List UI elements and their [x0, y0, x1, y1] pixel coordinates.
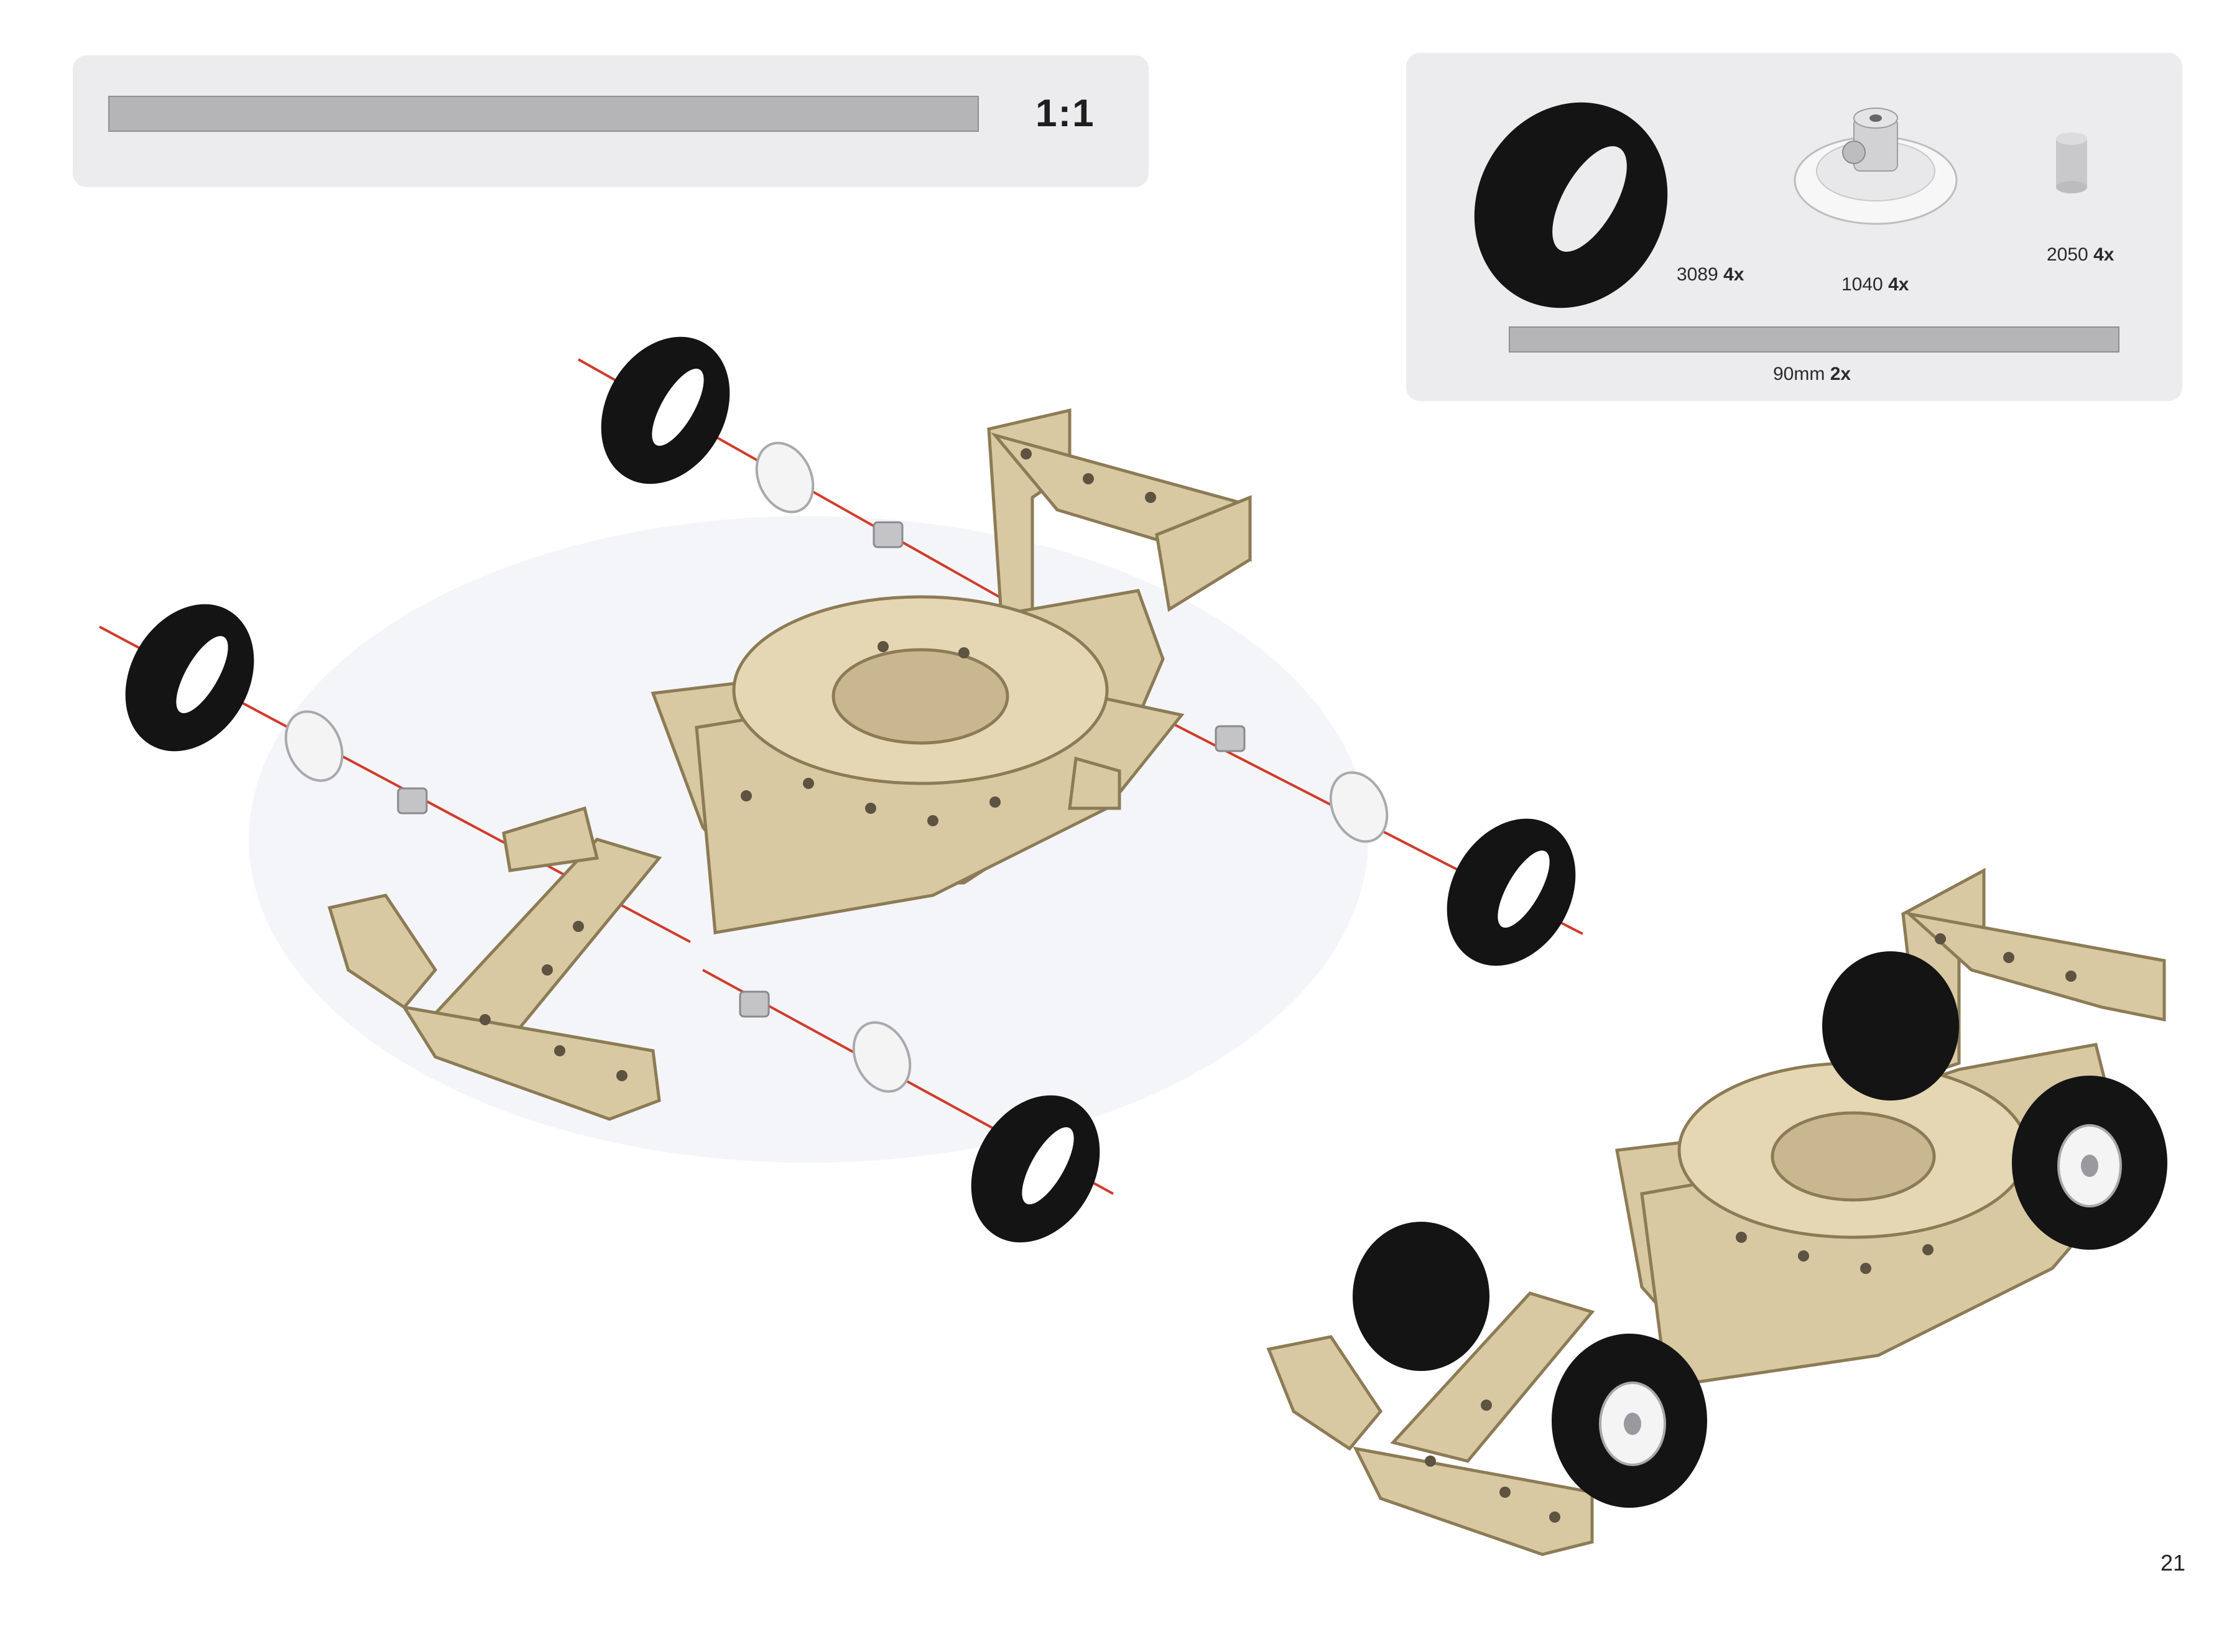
completed-car-body	[1266, 867, 2166, 1556]
exploded-tyre-3	[1447, 818, 1576, 966]
parts-illustrations	[1474, 102, 2087, 308]
page-number: 21	[2161, 1550, 2186, 1576]
axle-rod-icon	[1509, 326, 2119, 353]
exploded-tyre-4	[971, 1095, 1100, 1243]
tyre-icon	[1474, 102, 1668, 308]
exploded-tyre-2	[125, 604, 254, 752]
exploded-car-holes	[479, 448, 1156, 1081]
part-label-spacer: 2050 4x	[2047, 244, 2114, 265]
scale-panel: 1:1	[73, 55, 1149, 187]
part-label-rod: 90mm 2x	[1773, 364, 1851, 384]
exploded-spacers	[397, 521, 1246, 1018]
wheel-hub-icon	[1794, 108, 1958, 225]
spacer-icon	[2056, 132, 2087, 193]
completed-car-wheels	[1353, 951, 2167, 1508]
exploded-tyre-1	[601, 336, 730, 484]
parts-list-panel: 3089 4x 1040 4x 2050 4x 90mm 2x	[1406, 53, 2182, 401]
axle-rod-scale-icon	[108, 96, 979, 132]
part-label-hub: 1040 4x	[1841, 274, 1909, 295]
part-label-tyre: 3089 4x	[1677, 264, 1744, 285]
scale-label: 1:1	[1035, 92, 1095, 135]
exploded-hubs	[284, 441, 1389, 1093]
completed-car-holes	[1425, 933, 2077, 1523]
exploded-car-body	[327, 408, 1252, 1121]
